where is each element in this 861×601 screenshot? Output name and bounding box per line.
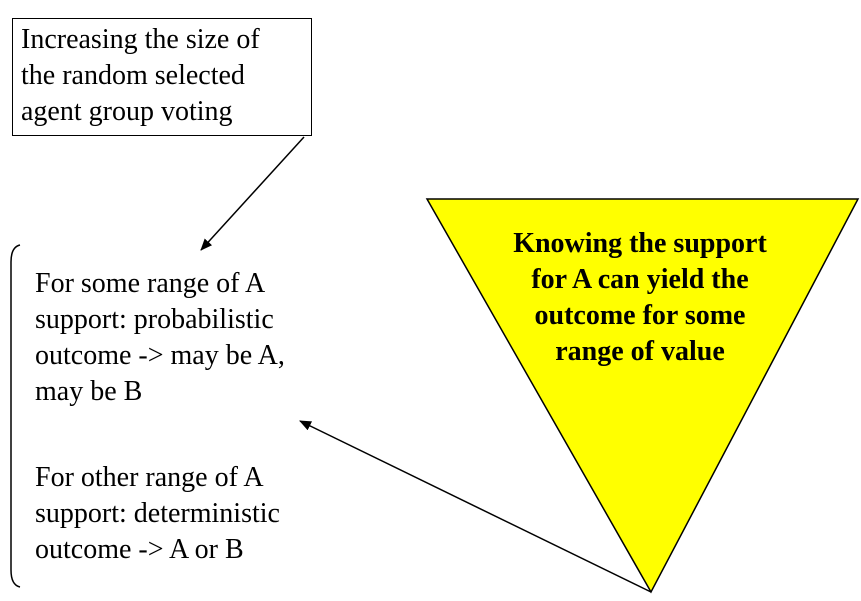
triangle-line: for A can yield the bbox=[531, 264, 749, 295]
top-box-line: Increasing the size of bbox=[21, 24, 260, 55]
deterministic-block: For other range of A support: determinis… bbox=[35, 460, 280, 568]
top-box-line: agent group voting bbox=[21, 96, 233, 127]
block-line: support: deterministic bbox=[35, 498, 280, 529]
yellow-triangle bbox=[425, 198, 860, 594]
top-text-box: Increasing the size of the random select… bbox=[12, 18, 312, 136]
top-box-line: the random selected bbox=[21, 60, 245, 91]
left-bracket bbox=[10, 244, 21, 588]
triangle-line: Knowing the support bbox=[513, 228, 767, 259]
triangle-line: outcome for some bbox=[534, 300, 746, 331]
probabilistic-block: For some range of A support: probabilist… bbox=[35, 266, 285, 410]
block-line: may be B bbox=[35, 376, 143, 407]
arrow-box-to-group bbox=[200, 136, 305, 251]
block-line: For other range of A bbox=[35, 462, 264, 493]
block-line: outcome -> A or B bbox=[35, 534, 244, 565]
triangle-line: range of value bbox=[555, 336, 725, 367]
block-line: outcome -> may be A, bbox=[35, 340, 285, 371]
arrow-triangle-to-group bbox=[299, 420, 652, 593]
block-line: support: probabilistic bbox=[35, 304, 274, 335]
block-line: For some range of A bbox=[35, 268, 266, 299]
triangle-text: Knowing the support for A can yield the … bbox=[462, 226, 818, 370]
